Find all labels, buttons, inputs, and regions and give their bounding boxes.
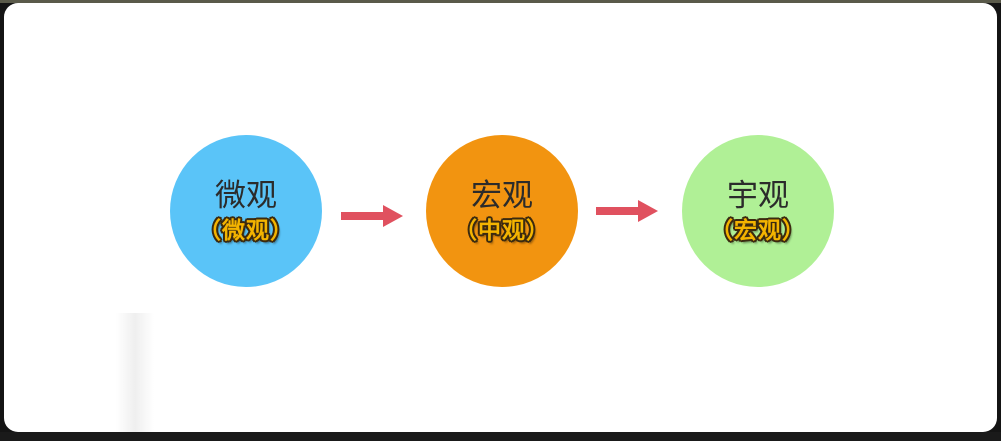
slide-canvas: 微观 （微观） 宏观 （中观） 宇观 （宏观） (4, 3, 997, 432)
node-cosmic-title: 宇观 (727, 178, 789, 214)
node-cosmic: 宇观 （宏观） (682, 135, 834, 287)
node-micro-subtitle: （微观） (198, 218, 294, 244)
background-smudge (116, 313, 154, 432)
arrow-micro-to-macro (341, 205, 403, 227)
arrow-head (383, 205, 403, 227)
node-macro: 宏观 （中观） (426, 135, 578, 287)
window-bottom-edge (0, 432, 1001, 441)
arrow-shaft (341, 212, 385, 220)
node-micro-title: 微观 (215, 178, 277, 214)
node-macro-subtitle: （中观） (454, 218, 550, 244)
node-cosmic-subtitle: （宏观） (710, 218, 806, 244)
window-top-edge (0, 0, 1001, 3)
arrow-head (638, 200, 658, 222)
arrow-macro-to-cosmic (596, 200, 658, 222)
node-micro: 微观 （微观） (170, 135, 322, 287)
node-macro-title: 宏观 (471, 178, 533, 214)
arrow-shaft (596, 207, 640, 215)
